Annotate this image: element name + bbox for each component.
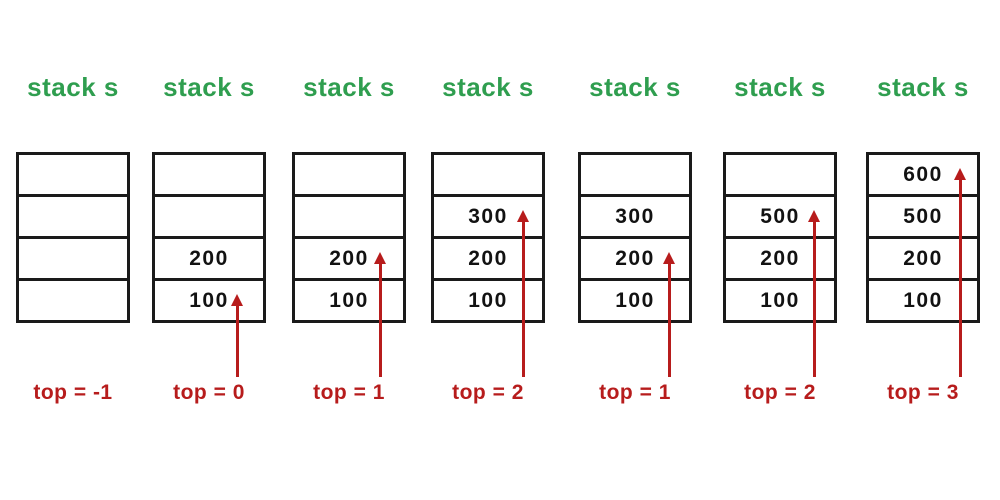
arrow-up-icon bbox=[231, 293, 243, 306]
stack-cell: 500 bbox=[726, 197, 834, 239]
arrow-up-icon bbox=[374, 251, 386, 264]
stack-cell bbox=[295, 155, 403, 197]
arrow-line bbox=[667, 260, 671, 377]
stack-title: stack s bbox=[589, 72, 681, 102]
arrow-line bbox=[378, 260, 382, 377]
stack-cell: 100 bbox=[329, 289, 369, 312]
stack-cell bbox=[434, 155, 542, 197]
arrow-up-icon bbox=[663, 251, 675, 264]
top-index-label: top = 3 bbox=[887, 381, 959, 404]
stack-cell: 600 bbox=[869, 155, 977, 197]
stack-cell bbox=[581, 155, 689, 197]
stack-cell: 200 bbox=[581, 239, 689, 281]
top-index-label: top = 1 bbox=[313, 381, 385, 404]
stack-box bbox=[16, 152, 130, 323]
stack-title: stack s bbox=[877, 72, 969, 102]
stack-title: stack s bbox=[734, 72, 826, 102]
stack-cell bbox=[155, 155, 263, 197]
stack-cell: 200 bbox=[155, 239, 263, 281]
arrow-up-icon bbox=[517, 209, 529, 222]
stack-cell: 500 bbox=[869, 197, 977, 239]
stack-cell: 100 bbox=[903, 289, 943, 312]
arrow-line bbox=[521, 218, 525, 377]
stack-title: stack s bbox=[163, 72, 255, 102]
top-index-label: top = -1 bbox=[33, 381, 113, 404]
stack-cell bbox=[19, 239, 127, 281]
stack-cell: 300 bbox=[434, 197, 542, 239]
stack-title: stack s bbox=[442, 72, 534, 102]
top-index-label: top = 2 bbox=[744, 381, 816, 404]
stack-cell: 200 bbox=[726, 239, 834, 281]
stack-cell: 200 bbox=[295, 239, 403, 281]
stack-cell: 100 bbox=[615, 289, 655, 312]
stack-cell bbox=[726, 155, 834, 197]
stack-cell bbox=[19, 197, 127, 239]
stack-cell: 100 bbox=[468, 289, 508, 312]
arrow-line bbox=[958, 176, 962, 377]
stack-cell bbox=[295, 197, 403, 239]
stack-title: stack s bbox=[303, 72, 395, 102]
arrow-line bbox=[812, 218, 816, 377]
arrow-line bbox=[235, 302, 239, 377]
arrow-up-icon bbox=[954, 167, 966, 180]
top-index-label: top = 0 bbox=[173, 381, 245, 404]
stack-cell: 100 bbox=[760, 289, 800, 312]
top-index-label: top = 1 bbox=[599, 381, 671, 404]
top-index-label: top = 2 bbox=[452, 381, 524, 404]
stack-cell: 100 bbox=[189, 289, 229, 312]
stack-title: stack s bbox=[27, 72, 119, 102]
stack-cell bbox=[19, 281, 127, 320]
stack-cell bbox=[19, 155, 127, 197]
stack-cell: 300 bbox=[581, 197, 689, 239]
stack-cell: 200 bbox=[869, 239, 977, 281]
stack-cell bbox=[155, 197, 263, 239]
stack-cell: 200 bbox=[434, 239, 542, 281]
stack-column: stack s top = -1 bbox=[16, 0, 130, 500]
arrow-up-icon bbox=[808, 209, 820, 222]
